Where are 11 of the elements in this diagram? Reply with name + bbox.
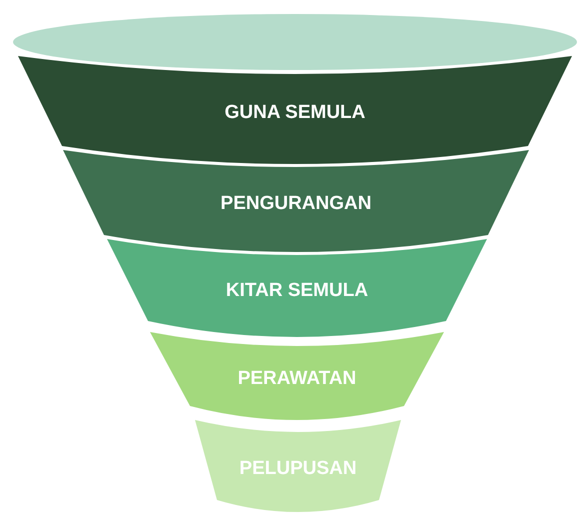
funnel-band: [150, 332, 444, 420]
funnel-band: [63, 150, 529, 252]
funnel-band: [18, 56, 572, 164]
band-label: PELUPUSAN: [238, 458, 358, 480]
funnel-band: [107, 239, 487, 337]
funnel-band: [195, 420, 401, 512]
band-label: PENGURANGAN: [220, 193, 372, 215]
band-label: GUNA SEMULA: [224, 102, 366, 124]
band-label: KITAR SEMULA: [224, 280, 370, 302]
funnel-rim: [13, 14, 577, 70]
band-label: PERAWATAN: [236, 368, 358, 390]
